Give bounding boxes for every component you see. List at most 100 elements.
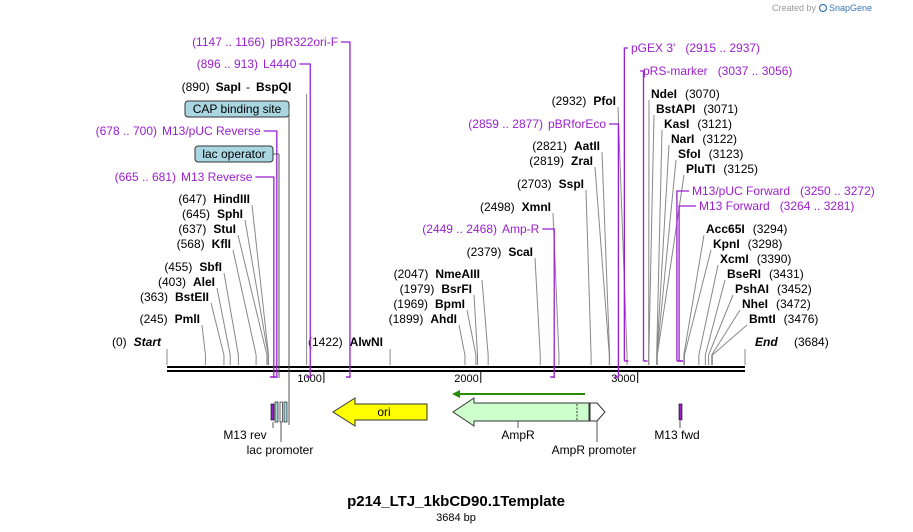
primer-m13-forward-name: M13 Forward bbox=[699, 199, 770, 213]
site-plutii[interactable]: PluTI(3125) bbox=[686, 162, 758, 176]
site-sapi-pos: (890) bbox=[182, 80, 210, 94]
site-stui-pos: (637) bbox=[178, 222, 206, 236]
site-kpni[interactable]: KpnI(3298) bbox=[713, 237, 782, 251]
primer-m13puc-reverse-name: M13/pUC Reverse bbox=[162, 124, 261, 138]
site-pmli-pos: (245) bbox=[140, 312, 168, 326]
site-sphi[interactable]: SphI(645) bbox=[182, 207, 243, 221]
site-sphi-name: SphI bbox=[217, 207, 243, 221]
site-alwni[interactable]: AlwNI(1422) bbox=[308, 335, 383, 349]
site-pmli[interactable]: PmlI (245) bbox=[140, 312, 200, 326]
primer-pbr322ori-f-name: pBR322ori-F bbox=[270, 35, 338, 49]
site-sapi-dash: - bbox=[246, 80, 250, 94]
primer-pbrforeco[interactable]: (2859 .. 2877)pBRforEco bbox=[468, 117, 620, 378]
primer-m13puc-reverse-range: (678 .. 700) bbox=[96, 124, 157, 138]
site-bsrfi-pos: (1979) bbox=[400, 282, 435, 296]
site-kasi[interactable]: KasI(3121) bbox=[664, 117, 732, 131]
site-xmni-pos: (2498) bbox=[480, 200, 515, 214]
site-bpmi-leader bbox=[466, 309, 477, 365]
site-nmeaiii-leader bbox=[481, 279, 489, 365]
m13-rev-label: M13 rev bbox=[223, 428, 266, 442]
primer-pgex3[interactable]: pGEX 3'(2915 .. 2937) bbox=[623, 41, 760, 362]
primer-m13-forward[interactable]: M13 Forward (3264 .. 3281) bbox=[678, 199, 855, 362]
primer-m13puc-reverse[interactable]: (678 .. 700) M13/pUC Reverse bbox=[96, 124, 278, 378]
site-sfoi[interactable]: SfoI(3123) bbox=[678, 147, 743, 161]
primer-l4440-range: (896 .. 913) bbox=[197, 57, 258, 71]
site-nmeaiii-pos: (2047) bbox=[394, 267, 429, 281]
site-sapi[interactable]: SapI-BspQI(890) bbox=[182, 80, 292, 94]
site-plutii-name: PluTI bbox=[686, 162, 715, 176]
site-bsrfi-name: BsrFI bbox=[441, 282, 472, 296]
site-sspi[interactable]: SspI(2703) bbox=[517, 177, 584, 191]
site-bsrfi-leader bbox=[473, 294, 478, 365]
site-sbfi-pos: (455) bbox=[164, 260, 192, 274]
site-pshai[interactable]: PshAI(3452) bbox=[735, 282, 812, 296]
site-bseri[interactable]: BseRI(3431) bbox=[727, 267, 804, 281]
primer-m13puc-forward[interactable]: M13/pUC Forward(3250 .. 3272) bbox=[676, 184, 875, 362]
feature-lac-promoter[interactable]: lac promoter bbox=[247, 422, 314, 457]
site-scai[interactable]: ScaI(2379) bbox=[467, 245, 533, 259]
site-zrai[interactable]: ZraI(2819) bbox=[529, 154, 593, 168]
primer-m13-reverse-range: (665 .. 681) bbox=[115, 170, 176, 184]
site-bsrfi[interactable]: BsrFI (1979) bbox=[400, 282, 472, 296]
site-ahdi[interactable]: AhdI(1899) bbox=[389, 312, 457, 326]
primer-m13-reverse[interactable]: (665 .. 681)M13 Reverse bbox=[115, 170, 275, 378]
site-kasi-name: KasI bbox=[664, 117, 689, 131]
site-sphi-leader bbox=[244, 219, 269, 365]
primer-prs-marker[interactable]: pRS-marker(3037 .. 3056) bbox=[640, 64, 792, 362]
site-scai-name: ScaI bbox=[508, 245, 533, 259]
site-kfli[interactable]: KflI(568) bbox=[177, 237, 231, 251]
site-bpmi[interactable]: BpmI(1969) bbox=[393, 297, 465, 311]
site-xcmi-pos: (3390) bbox=[757, 252, 792, 266]
site-end[interactable]: End(3684) bbox=[755, 335, 829, 349]
site-acc65i[interactable]: Acc65I(3294) bbox=[706, 222, 787, 236]
feature-ampr[interactable]: AmpR bbox=[452, 390, 590, 442]
site-pfoi-name: PfoI bbox=[593, 94, 616, 108]
primer-prs-marker-leader bbox=[640, 70, 645, 361]
sequence-backbone bbox=[167, 366, 745, 372]
site-xcmi-leader bbox=[698, 264, 719, 365]
site-stui[interactable]: StuI(637) bbox=[178, 222, 236, 236]
site-bmti[interactable]: BmtI(3476) bbox=[749, 312, 818, 326]
feature-ori[interactable]: ori bbox=[332, 397, 428, 427]
primer-pbr322ori-f[interactable]: (1147 .. 1166)pBR322ori-F bbox=[192, 35, 351, 378]
site-plutii-leader bbox=[656, 174, 685, 365]
feature-m13-rev[interactable]: M13 rev bbox=[223, 401, 288, 442]
site-pfoi-leader bbox=[617, 106, 628, 365]
site-alei[interactable]: AleI(403) bbox=[158, 275, 215, 289]
site-aatii[interactable]: AatII(2821) bbox=[532, 139, 600, 153]
site-bpmi-pos: (1969) bbox=[393, 297, 428, 311]
site-sspi-name: SspI bbox=[559, 177, 584, 191]
site-hindiii[interactable]: HindIII(647) bbox=[178, 192, 250, 206]
site-aatii-pos: (2821) bbox=[532, 139, 567, 153]
site-sbfi[interactable]: SbfI(455) bbox=[164, 260, 222, 274]
feature-m13-fwd[interactable]: M13 fwd bbox=[654, 403, 700, 442]
brand-name: SnapGene bbox=[829, 3, 872, 13]
site-xcmi[interactable]: XcmI(3390) bbox=[720, 252, 791, 266]
site-pfoi[interactable]: PfoI(2932) bbox=[552, 94, 616, 108]
site-xmni[interactable]: XmnI (2498) bbox=[480, 200, 551, 214]
tick-label: 3000 bbox=[611, 373, 635, 385]
site-nari[interactable]: NarI(3122) bbox=[671, 132, 737, 146]
site-ndei[interactable]: NdeI(3070) bbox=[651, 87, 720, 101]
site-start[interactable]: Start(0) bbox=[112, 335, 162, 349]
feature-ampr-promoter[interactable]: AmpR promoter bbox=[552, 402, 637, 457]
site-bstapi[interactable]: BstAPI(3071) bbox=[656, 102, 738, 116]
site-nmeaiii[interactable]: NmeAIII(2047) bbox=[394, 267, 480, 281]
boxed-feature-lac-operator[interactable]: lac operator bbox=[194, 145, 280, 378]
primer-amp-r-leader bbox=[542, 228, 555, 378]
site-start-name: Start bbox=[134, 335, 162, 349]
site-pmli-name: PmlI bbox=[175, 312, 200, 326]
site-bstapi-pos: (3071) bbox=[703, 102, 738, 116]
site-hindiii-leader bbox=[251, 204, 270, 365]
plasmid-title: p214_LTJ_1kbCD90.1Template bbox=[347, 493, 565, 510]
primer-amp-r[interactable]: (2449 .. 2468)Amp-R bbox=[422, 222, 555, 378]
primer-m13-forward-range: (3264 .. 3281) bbox=[780, 199, 855, 213]
primer-l4440[interactable]: (896 .. 913)L4440 bbox=[197, 57, 311, 378]
site-nhei[interactable]: NheI(3472) bbox=[742, 297, 811, 311]
primer-amp-r-range: (2449 .. 2468) bbox=[422, 222, 497, 236]
snapgene-logo-icon bbox=[818, 3, 828, 13]
boxed-feature-cap-binding-site[interactable]: CAP binding site bbox=[184, 100, 290, 425]
site-ndei-pos: (3070) bbox=[685, 87, 720, 101]
site-bsteii[interactable]: BstEII(363) bbox=[140, 290, 209, 304]
site-xmni-name: XmnI bbox=[522, 200, 551, 214]
